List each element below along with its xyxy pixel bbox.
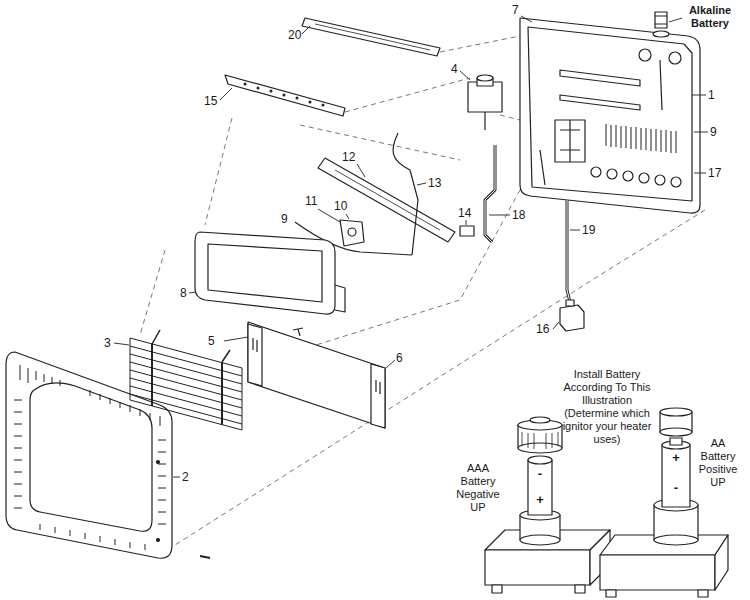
callout-number: 15: [204, 94, 217, 108]
callout-number: 10: [334, 199, 347, 213]
callout-number: 13: [428, 176, 441, 190]
battery-note: AA Battery Positive UP: [694, 437, 742, 489]
callout-number: 14: [458, 206, 471, 220]
callout-number: 3: [104, 336, 111, 350]
callout-number: 9: [281, 212, 288, 226]
callout-number: 2: [182, 470, 189, 484]
polarity-sign: +: [664, 450, 688, 465]
callout-number: 16: [536, 322, 549, 336]
callout-number: 6: [396, 351, 403, 365]
polarity-sign: +: [528, 492, 552, 507]
callout-number: 5: [208, 334, 215, 348]
callout-number: 20: [288, 28, 301, 42]
callout-number: 4: [451, 62, 458, 76]
polarity-sign: -: [528, 466, 552, 481]
polarity-sign: -: [664, 480, 688, 495]
callout-number: 7: [512, 3, 519, 17]
battery-note: AAA Battery Negative UP: [450, 462, 506, 514]
callout-number: 1: [708, 88, 715, 102]
part-note: Alkaline Battery: [682, 4, 738, 30]
callout-number: 19: [582, 223, 595, 237]
callout-number: 8: [180, 286, 187, 300]
callout-number: 18: [512, 208, 525, 222]
callout-number: 11: [305, 194, 317, 208]
callout-number: 12: [342, 150, 355, 164]
instruction-note: Install Battery According To This Illust…: [560, 368, 654, 446]
callout-number: 9: [710, 125, 717, 139]
callout-number: 17: [708, 166, 721, 180]
